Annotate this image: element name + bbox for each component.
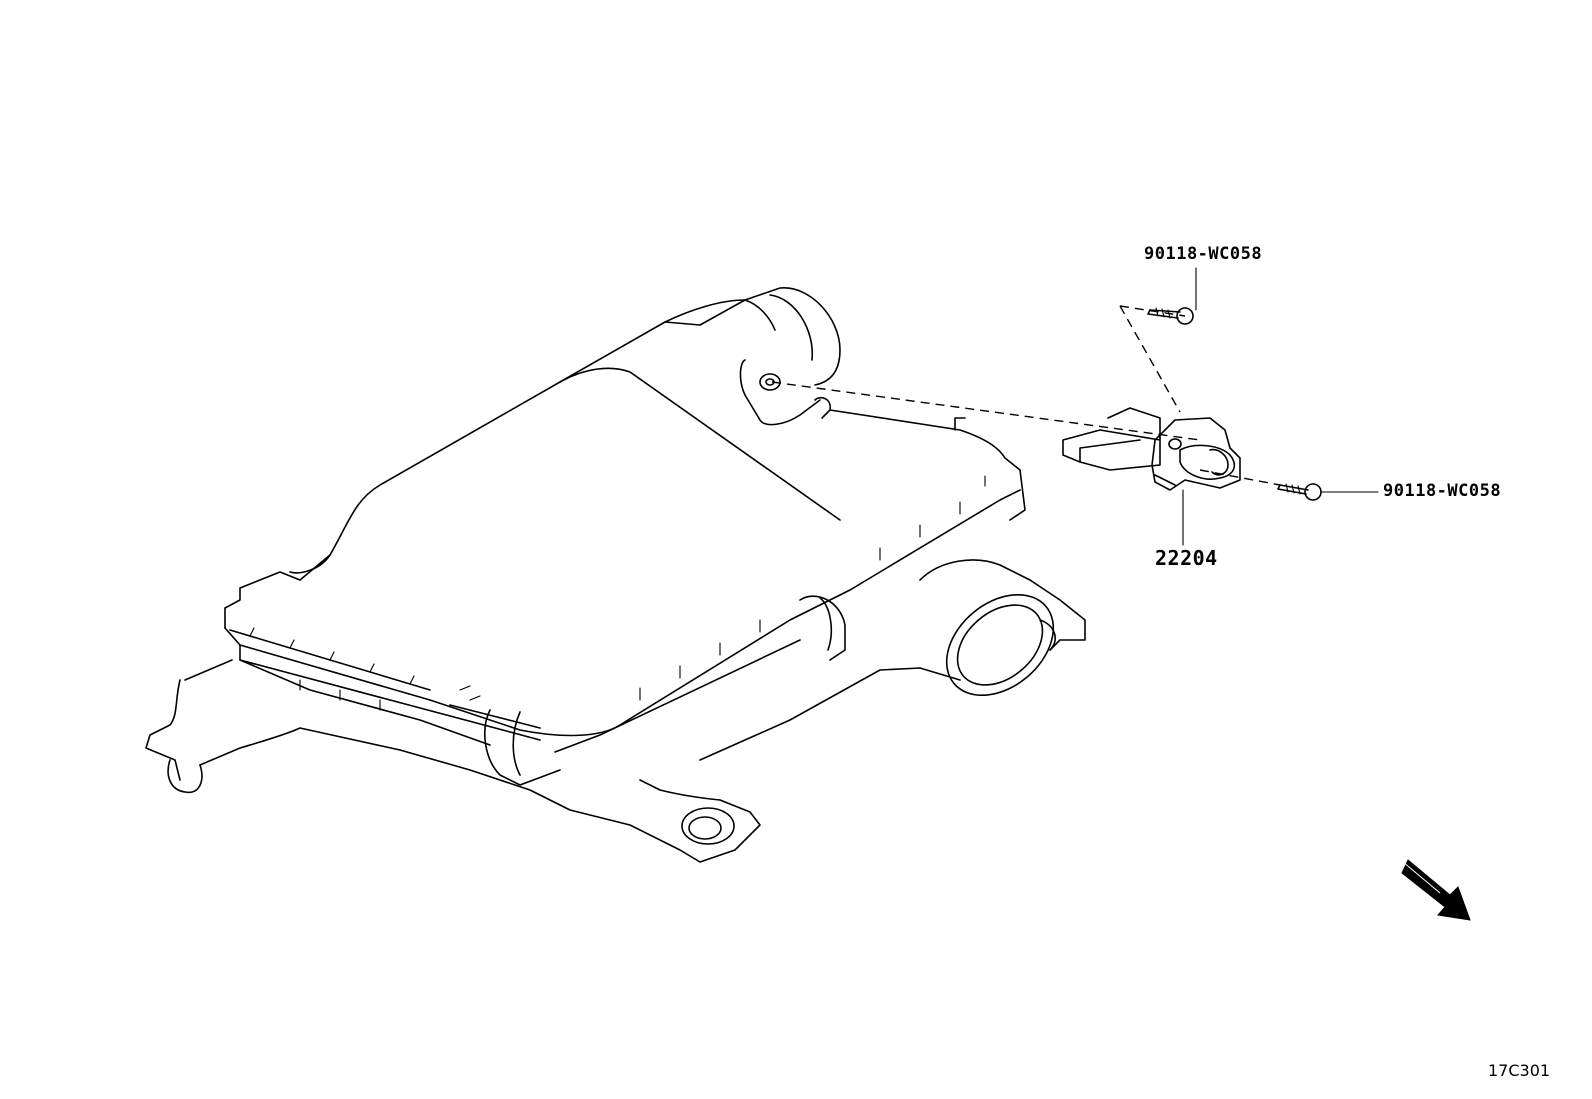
top-bolt-icon (1147, 307, 1194, 325)
mass-airflow-sensor (1062, 407, 1241, 491)
right-bolt-callout: 90118-WC058 (1383, 481, 1502, 501)
fwd-arrow-icon (1401, 859, 1471, 921)
air-cleaner-assembly (145, 287, 1086, 863)
box-ribs (249, 475, 986, 711)
assembly-lines (771, 305, 1281, 486)
top-bolt-callout: 90118-WC058 (1144, 244, 1263, 264)
diagram-code: 17C301 (1488, 1061, 1551, 1080)
leader-lines (1182, 267, 1379, 546)
right-bolt-icon (1277, 483, 1322, 501)
sensor-callout: 22204 (1155, 546, 1218, 570)
